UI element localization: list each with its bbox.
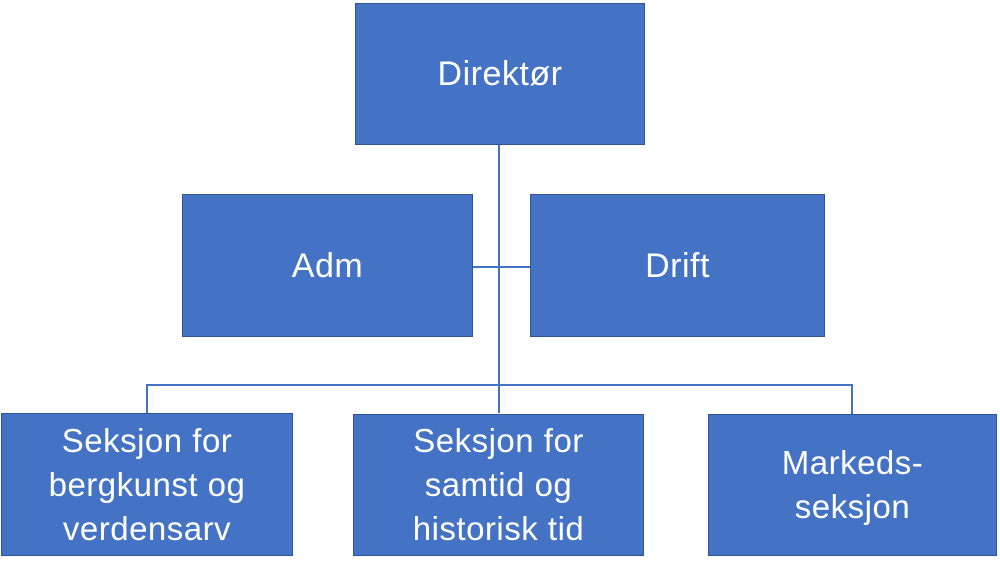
connector-distribution-horizontal	[146, 384, 853, 386]
org-node-adm-label: Adm	[291, 246, 364, 285]
org-node-markedsseksjon: Markeds- seksjon	[708, 414, 997, 556]
connector-trunk-vertical	[498, 145, 500, 413]
org-node-drift: Drift	[530, 194, 825, 337]
org-node-seksjon-samtid-historisk: Seksjon for samtid og historisk tid	[353, 414, 644, 556]
org-node-seksjon-samtid-historisk-label: Seksjon for samtid og historisk tid	[412, 422, 585, 547]
org-node-seksjon-bergkunst-verdensarv-label: Seksjon for bergkunst og verdensarv	[48, 421, 246, 547]
org-node-drift-label: Drift	[645, 246, 710, 285]
org-node-direktor: Direktør	[355, 3, 645, 145]
connector-drop-markeds	[851, 384, 853, 414]
org-node-adm: Adm	[182, 194, 473, 337]
connector-drop-bergkunst	[146, 384, 148, 413]
org-node-markedsseksjon-label: Markeds- seksjon	[781, 444, 924, 525]
org-node-direktor-label: Direktør	[437, 55, 563, 93]
org-node-seksjon-bergkunst-verdensarv: Seksjon for bergkunst og verdensarv	[1, 413, 293, 556]
connector-adm-drift	[473, 266, 530, 268]
